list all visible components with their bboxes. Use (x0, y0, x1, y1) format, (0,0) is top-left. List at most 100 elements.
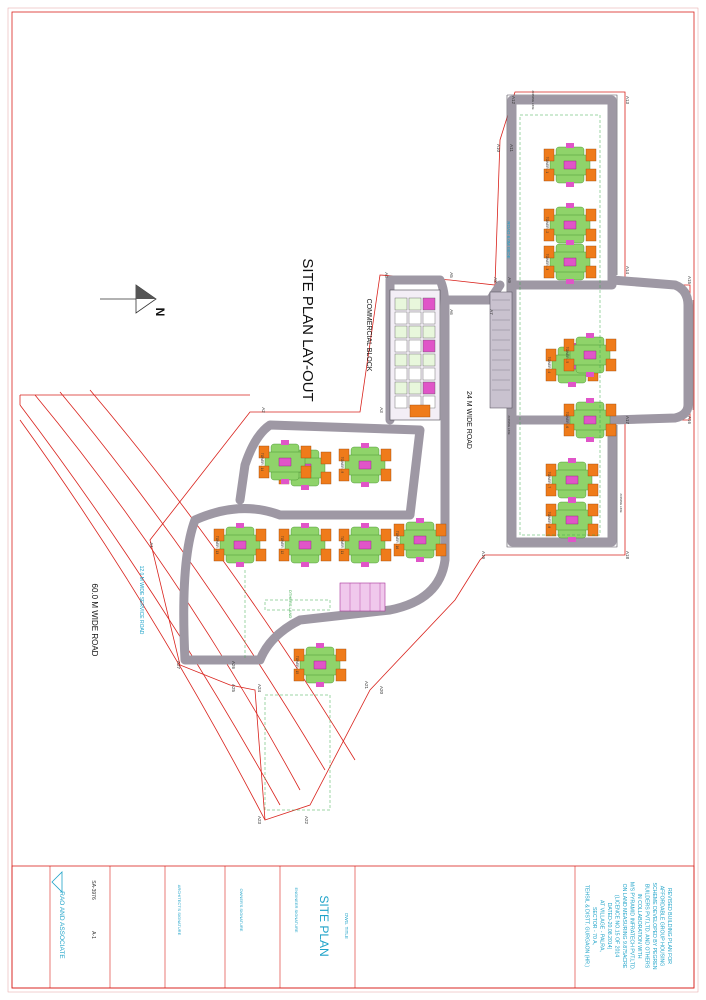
point-label-a4: A4 (384, 272, 389, 278)
project-line-12: TEHSIL & DISTT. GURGAON (HR.) (584, 885, 590, 968)
shop-unit (394, 339, 408, 353)
shop-unit (394, 325, 408, 339)
shop-unit (422, 297, 436, 311)
point-label-a24: A24 (257, 684, 262, 693)
point-label-a20: A20 (379, 686, 384, 695)
shop-unit (408, 339, 422, 353)
tower-label: TOWER - 13 (215, 536, 219, 554)
zoning-lines (244, 114, 601, 811)
others-land-box (264, 599, 331, 611)
point-label-a7: A7 (489, 309, 494, 315)
point-label-a15: A15 (687, 276, 692, 285)
shop-unit (422, 325, 436, 339)
point-label-a3: A3 (379, 407, 384, 413)
sheet-outer-border (7, 7, 699, 993)
north-arrow-icon (100, 284, 157, 314)
project-line-1: REVISED BUILDING PLAN FOR (666, 888, 672, 964)
shop-unit (409, 404, 431, 418)
road-24-label: 24 M WIDE ROAD (465, 391, 472, 449)
tower-8-footprint: TOWER - 8 (545, 498, 599, 542)
dwg-title-text: SITE PLAN (317, 895, 331, 956)
point-label-a18: A18 (625, 551, 630, 560)
project-line-5: IN COLLABORATION WITH (636, 893, 642, 958)
point-label-a22: A22 (304, 816, 309, 825)
point-label-a23: A23 (257, 816, 262, 825)
tower-label: TOWER - 5 (565, 347, 569, 364)
shop-unit (408, 367, 422, 381)
point-label-a25: A25 (231, 684, 236, 693)
commercial-block (389, 289, 441, 421)
tower-15-footprint: TOWER - 15 (293, 643, 347, 687)
shop-unit (394, 395, 408, 409)
point-label-a19: A19 (481, 551, 486, 560)
project-line-2: AFFORDABLE GROUP HOUSING (659, 886, 665, 967)
point-label-a10: A10 (496, 144, 501, 153)
tower-7-footprint: TOWER - 7 (545, 458, 599, 502)
point-label-a6: A6 (449, 309, 454, 315)
zoning-line-label: ZONING LINE (531, 90, 535, 109)
point-label-a13: A13 (625, 96, 630, 105)
point-label-a27: A27 (176, 661, 181, 670)
point-label-a8: A8 (493, 277, 498, 283)
project-line-3: SCHEME DEVELOPED BY PEGREN (651, 883, 657, 970)
point-label-a1: A1 (149, 542, 154, 548)
shop-unit (408, 381, 422, 395)
drawing-number: SA-3976 (90, 880, 96, 900)
shop-unit (408, 353, 422, 367)
point-label-a9: A9 (507, 277, 512, 283)
entrance-hatch (492, 299, 510, 391)
dwg-title-label: DWG. TITLE (344, 913, 349, 939)
shop-unit (408, 325, 422, 339)
point-label-a2: A2 (261, 407, 266, 413)
tower-label: TOWER - 6 (565, 412, 569, 429)
tower-label: TOWER - 7 (547, 472, 551, 489)
site-boundary (149, 91, 691, 821)
tower-2-footprint: TOWER - 2 (543, 203, 597, 247)
project-line-9: DATED-20.08.2014) (606, 903, 612, 950)
project-line-6: M/S PYRAMID INFRATECH PVT.LTD. (629, 882, 635, 970)
project-line-10: AT VILLAGE - PALRA, (599, 900, 605, 952)
shop-unit (422, 311, 436, 325)
point-label-a12: A12 (511, 96, 516, 105)
project-line-8: (LICENCE NO.15 OF 2014 (614, 895, 620, 957)
shop-unit (422, 339, 436, 353)
service-road-label: 12.0 M WIDE SERVICE ROAD (138, 566, 144, 635)
point-label-a11: A11 (509, 144, 514, 152)
tower-12-footprint: TOWER - 12 (278, 523, 332, 567)
project-line-11: SECTOR - 70 A, (591, 907, 597, 945)
tower-label: TOWER - 4 (547, 357, 551, 374)
firm-name: RAO AND ASSOCIATE (58, 891, 65, 959)
owner-signature-label: OWNER'S SIGNATURE (239, 889, 244, 932)
tower-label: TOWER - 14 (260, 453, 264, 471)
architect-signature-label: ARCHITECT'S SIGNATURE (177, 885, 182, 936)
engineer-signature-label: ENGINEER SIGNATURE (294, 887, 299, 932)
tower-label: TOWER - 15 (295, 656, 299, 674)
project-line-4: BUILDERS PVT.LTD. AND OTHERS (644, 884, 650, 969)
shop-unit (394, 353, 408, 367)
shop-unit (394, 311, 408, 325)
title-block (11, 865, 695, 989)
tower-label: TOWER - 3 (545, 254, 549, 271)
tower-label: TOWER - 11 (340, 536, 344, 554)
zoning-line-label: ZONING LINE (507, 415, 511, 434)
tower-5-footprint: TOWER - 5 (563, 333, 617, 377)
tower-3-footprint: TOWER - 3 (543, 240, 597, 284)
others-land-label: OTHERS LAND (288, 590, 293, 619)
tower-label: TOWER - 16 (395, 531, 399, 549)
tower-label: TOWER - 9 (340, 457, 344, 474)
tower-label: TOWER - 2 (545, 217, 549, 234)
others-land-building (339, 582, 386, 612)
road-6-label: ROAD 6.0M WIDE (506, 221, 511, 258)
shop-unit (394, 297, 408, 311)
shop-unit (408, 311, 422, 325)
shop-unit (394, 367, 408, 381)
tower-label: TOWER - 8 (547, 512, 551, 529)
project-line-7: ON LAND MEASURING 9.875ACRE (621, 884, 627, 969)
zoning-line-label: ZONING LINE (619, 493, 623, 512)
road-60-label: 60.0 M WIDE ROAD (90, 584, 99, 657)
tower-9-footprint: TOWER - 9 (338, 443, 392, 487)
shop-unit (408, 297, 422, 311)
point-label-a26: A26 (231, 661, 236, 670)
